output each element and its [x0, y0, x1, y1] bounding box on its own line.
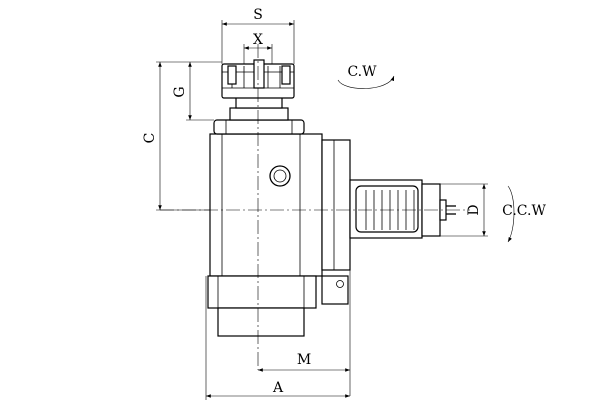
center-lines [160, 44, 470, 370]
dimension-m [258, 270, 351, 396]
rotation-cw-arrow [337, 75, 395, 89]
dimension-s [221, 20, 295, 64]
body-screw [269, 165, 291, 187]
dimension-g [186, 61, 222, 121]
label-d: D [466, 204, 482, 215]
dimension-x [243, 44, 273, 64]
lower-block [207, 275, 317, 337]
collet-flange [213, 96, 305, 135]
label-a: A [272, 380, 284, 396]
dimension-a [205, 276, 350, 400]
dimension-d [440, 183, 488, 237]
label-cw: C.W [347, 64, 377, 80]
label-ccw: C.C.W [502, 203, 546, 219]
dimension-c [156, 61, 210, 211]
label-x: X [253, 32, 263, 48]
side-clamp [321, 275, 349, 305]
label-s: S [253, 7, 263, 23]
label-m: M [297, 352, 311, 368]
label-c: C [142, 133, 158, 144]
label-g: G [172, 86, 188, 97]
side-driven-head [349, 179, 456, 239]
rotation-ccw-arrow [507, 185, 515, 243]
main-body [209, 133, 351, 277]
